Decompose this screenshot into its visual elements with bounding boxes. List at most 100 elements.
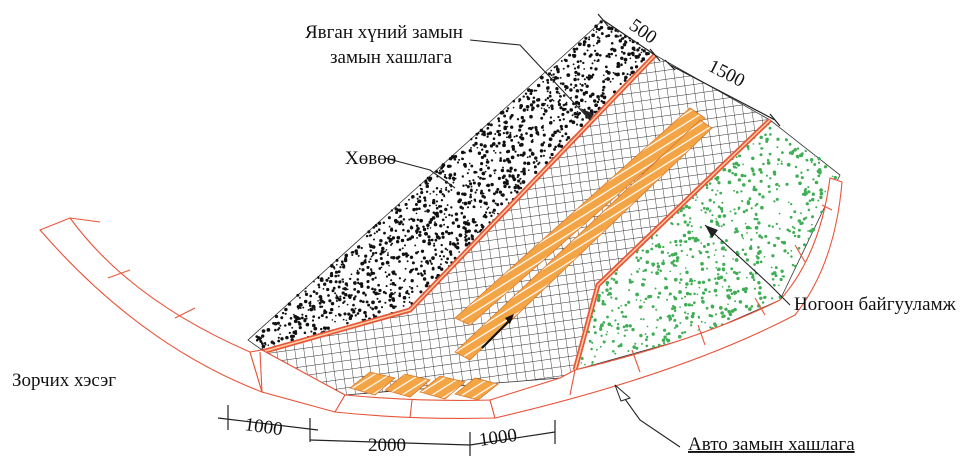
texture-dot [506, 107, 510, 110]
texture-dot [811, 215, 814, 219]
texture-dot [624, 315, 628, 319]
texture-dot [443, 175, 447, 179]
texture-dot [506, 136, 508, 139]
texture-dot [721, 201, 724, 204]
texture-dot [763, 295, 767, 299]
texture-dot [594, 103, 598, 108]
texture-dot [593, 355, 596, 358]
texture-dot [349, 277, 352, 281]
texture-dot [521, 153, 525, 157]
texture-dot [331, 319, 334, 321]
texture-dot [439, 263, 442, 266]
texture-dot [409, 255, 414, 259]
texture-dot [548, 94, 552, 98]
texture-dot [472, 220, 476, 224]
texture-dot [342, 280, 345, 283]
texture-dot [558, 92, 561, 95]
texture-dot [531, 108, 534, 112]
texture-dot [684, 295, 687, 298]
texture-dot [701, 202, 704, 205]
texture-dot [574, 115, 577, 118]
texture-dot [397, 255, 401, 259]
texture-dot [481, 171, 486, 176]
texture-dot [543, 108, 545, 110]
texture-dot [551, 133, 555, 138]
texture-dot [500, 168, 505, 173]
texture-dot [530, 152, 535, 156]
texture-dot [560, 128, 563, 131]
texture-dot [303, 299, 308, 304]
texture-dot [721, 285, 724, 288]
texture-dot [324, 310, 328, 314]
texture-dot [793, 210, 797, 214]
texture-dot [611, 339, 615, 343]
texture-dot [729, 288, 733, 292]
texture-dot [371, 277, 375, 281]
texture-dot [334, 292, 337, 295]
texture-dot [597, 98, 601, 101]
texture-dot [573, 67, 577, 70]
texture-dot [408, 301, 411, 304]
texture-dot [598, 53, 602, 57]
texture-dot [738, 271, 741, 274]
texture-dot [411, 195, 415, 199]
texture-dot [479, 191, 484, 195]
texture-dot [662, 341, 666, 345]
texture-dot [411, 290, 414, 293]
texture-dot [520, 133, 523, 136]
texture-dot [758, 167, 762, 172]
texture-dot [572, 63, 575, 66]
texture-dot [603, 95, 607, 99]
texture-dot [697, 329, 700, 331]
texture-dot [299, 306, 302, 310]
texture-dot [773, 200, 776, 203]
texture-dot [337, 297, 342, 302]
texture-dot [255, 338, 259, 342]
texture-dot [529, 88, 534, 93]
texture-dot [372, 226, 376, 229]
texture-dot [574, 74, 577, 77]
texture-dot [673, 295, 676, 298]
texture-dot [746, 146, 750, 149]
texture-dot [744, 252, 747, 256]
texture-dot [600, 32, 604, 36]
texture-dot [745, 276, 748, 279]
texture-dot [777, 284, 780, 287]
texture-dot [668, 319, 671, 322]
texture-dot [526, 108, 529, 112]
texture-dot [553, 66, 556, 69]
texture-dot [370, 272, 373, 276]
texture-dot [585, 76, 589, 79]
texture-dot [332, 286, 336, 290]
texture-dot [475, 171, 478, 174]
texture-dot [462, 192, 467, 197]
texture-dot [440, 250, 444, 254]
texture-dot [558, 118, 562, 122]
texture-dot [463, 221, 467, 225]
texture-dot [683, 240, 686, 243]
texture-dot [444, 230, 449, 234]
texture-dot [350, 273, 353, 276]
texture-dot [557, 100, 560, 103]
texture-dot [426, 227, 429, 230]
texture-dot [750, 207, 753, 210]
texture-dot [474, 191, 477, 194]
texture-dot [424, 284, 429, 288]
texture-dot [356, 278, 360, 281]
texture-dot [497, 117, 500, 120]
texture-dot [614, 34, 618, 38]
texture-dot [563, 84, 568, 89]
texture-dot [605, 54, 609, 58]
texture-dot [755, 231, 758, 234]
texture-dot [320, 314, 324, 318]
texture-dot [614, 297, 618, 300]
texture-dot [368, 243, 371, 246]
texture-dot [502, 174, 506, 178]
texture-dot [722, 268, 725, 272]
texture-dot [498, 190, 503, 194]
texture-dot [394, 291, 396, 294]
texture-dot [823, 165, 828, 169]
texture-dot [657, 243, 661, 246]
texture-dot [544, 98, 547, 102]
texture-dot [609, 26, 614, 31]
